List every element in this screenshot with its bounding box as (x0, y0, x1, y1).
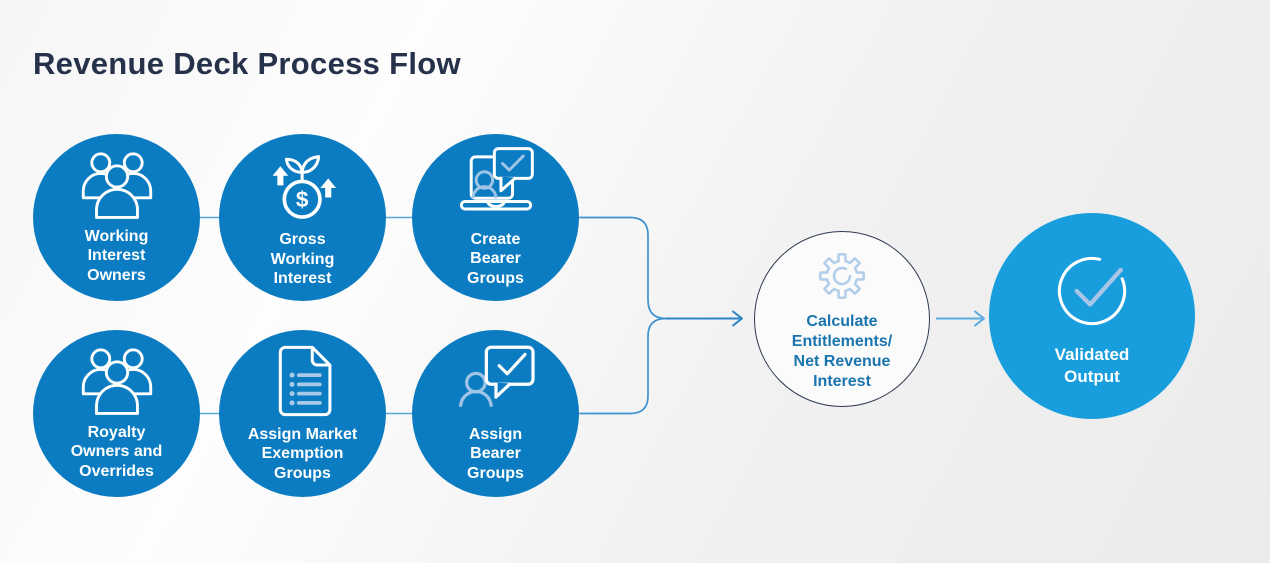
node-working-interest-owners: Working Interest Owners (33, 134, 200, 301)
node-calculate-entitlements-net-revenue-interest: Calculate Entitlements/ Net Revenue Inte… (754, 231, 930, 407)
gear-icon (813, 247, 871, 305)
node-assign-bearer-groups: Assign Bearer Groups (412, 330, 579, 497)
arrow-to-calculate-head (732, 310, 743, 327)
people-group-icon (74, 150, 160, 220)
node-assign-market-exemption-groups: Assign Market Exemption Groups (219, 330, 386, 497)
node-label: Gross Working Interest (270, 231, 335, 288)
node-label: Calculate Entitlements/ Net Revenue Inte… (791, 312, 893, 390)
node-label: Royalty Owners and Overrides (70, 423, 163, 480)
check-circle-icon (1046, 245, 1138, 337)
money-growth-icon: $ (263, 146, 343, 223)
arrow-to-output-head (974, 310, 985, 327)
people-group-icon (74, 346, 160, 416)
node-royalty-owners-and-overrides: Royalty Owners and Overrides (33, 330, 200, 497)
node-label: Assign Bearer Groups (467, 425, 524, 482)
node-label: Assign Market Exemption Groups (247, 425, 358, 482)
node-label: Create Bearer Groups (467, 230, 524, 287)
document-list-icon (271, 344, 335, 418)
node-validated-output: Validated Output (989, 213, 1195, 419)
node-create-bearer-groups: Create Bearer Groups (412, 134, 579, 301)
person-bubble-check-icon (454, 344, 538, 418)
node-label: Working Interest Owners (84, 227, 149, 284)
merge-line-top (580, 216, 667, 320)
page-title: Revenue Deck Process Flow (33, 46, 461, 81)
svg-text:$: $ (295, 187, 308, 212)
node-label: Validated Output (1054, 345, 1130, 386)
node-gross-working-interest: $ Gross Working Interest (219, 134, 386, 301)
merge-line-bottom (580, 317, 667, 415)
laptop-check-icon (453, 146, 539, 223)
